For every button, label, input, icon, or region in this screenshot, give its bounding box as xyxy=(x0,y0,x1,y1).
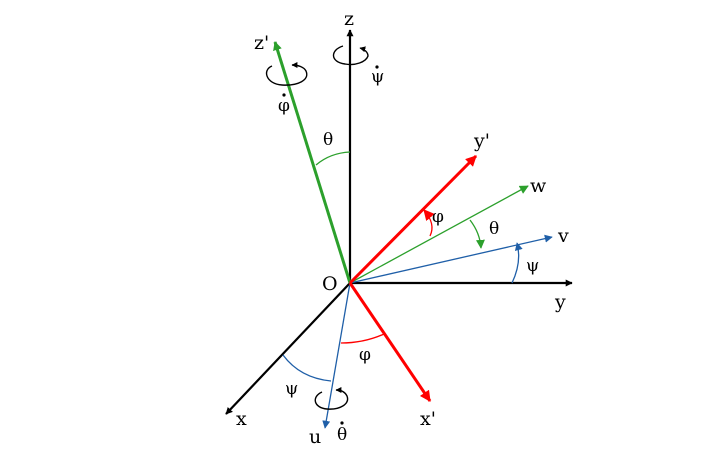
w-axis xyxy=(349,185,529,284)
psi-dot-marker xyxy=(375,65,379,69)
psi-label-left: ψ xyxy=(285,379,298,399)
origin-label: O xyxy=(322,273,338,295)
theta-arc-v-w xyxy=(469,219,485,249)
w-label: w xyxy=(530,175,547,197)
psi-dot-rotation-icon xyxy=(332,45,369,66)
phi-label-bottom: φ xyxy=(359,345,371,365)
z-prime-axis xyxy=(273,41,352,284)
y-prime-axis xyxy=(348,154,478,285)
u-axis xyxy=(322,282,351,429)
u-label: u xyxy=(309,426,321,448)
theta-dot-label: θ xyxy=(337,425,347,445)
theta-dot-marker xyxy=(340,421,344,425)
psi-label-right: ψ xyxy=(526,256,539,276)
phi-arc-u-xprime xyxy=(340,333,385,344)
theta-dot-rotation-icon xyxy=(314,387,349,410)
y-label: y xyxy=(554,291,566,313)
x-axis xyxy=(225,282,351,415)
v-axis xyxy=(349,234,553,284)
x-label: x xyxy=(236,408,247,430)
z-prime-label: z' xyxy=(254,32,269,54)
phi-dot-marker xyxy=(282,93,286,97)
phi-arc-w-yprime xyxy=(423,209,435,237)
psi-arc-x-u xyxy=(282,354,332,382)
v-label: v xyxy=(557,225,569,247)
psi-arc-y-v xyxy=(511,242,523,284)
theta-arc-z-zprime xyxy=(315,151,351,166)
x-prime-label: x' xyxy=(420,408,436,430)
theta-label-vw: θ xyxy=(489,219,499,239)
theta-label-z: θ xyxy=(323,130,333,150)
psi-dot-label: ψ xyxy=(371,67,384,87)
phi-dot-rotation-icon xyxy=(265,62,308,86)
phi-label-top: φ xyxy=(432,207,444,227)
z-label: z xyxy=(344,8,354,30)
x-prime-axis xyxy=(348,282,432,402)
phi-dot-label: φ xyxy=(278,96,290,116)
y-prime-label: y' xyxy=(473,130,490,152)
